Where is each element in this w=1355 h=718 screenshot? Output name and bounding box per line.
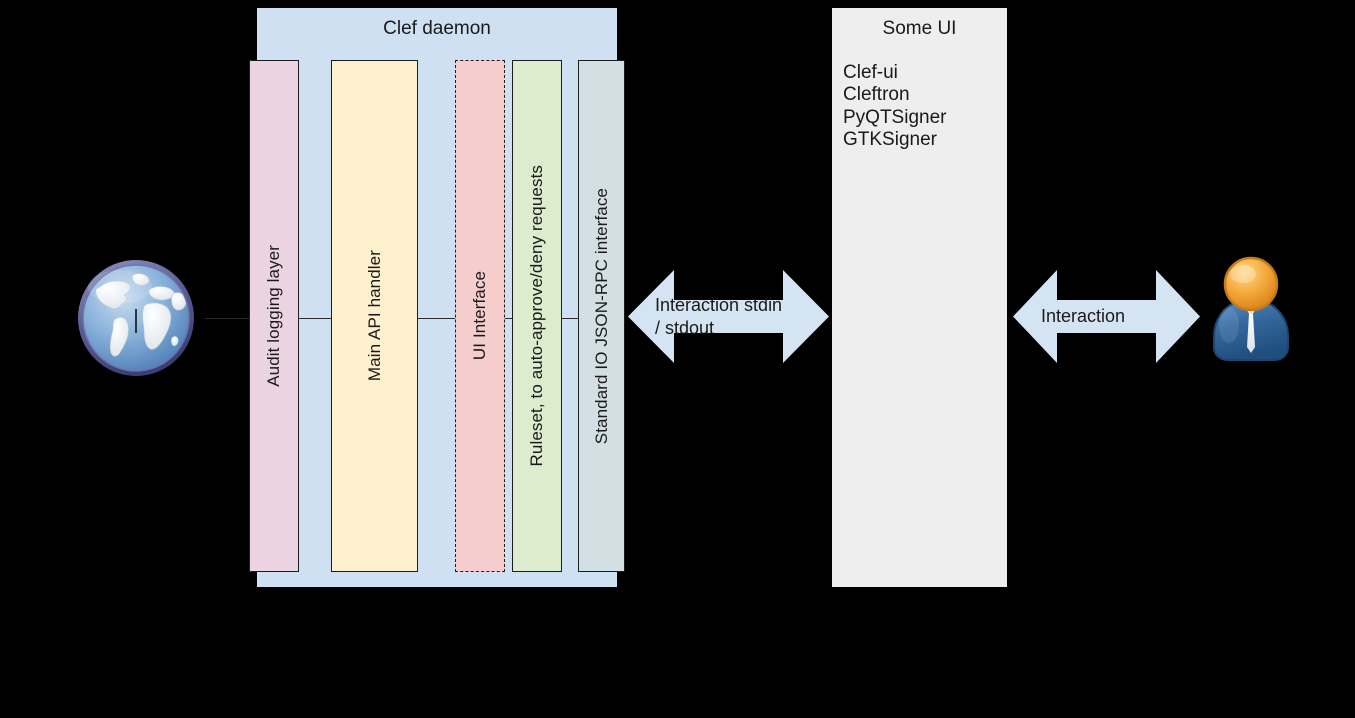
layer-main-api-handler[interactable]: Main API handler [331,60,418,572]
layer-ui-interface-label: UI Interface [470,271,489,361]
layer-ui-interface[interactable]: UI Interface [455,60,505,572]
connector-line-3 [505,318,513,319]
globe-icon [75,257,197,379]
connector-line-internet [205,318,250,319]
layer-ruleset[interactable]: Ruleset, to auto-approve/deny requests [512,60,562,572]
some-ui-container [832,8,1007,587]
layer-audit-logging-label: Audit logging layer [264,245,283,387]
layer-ruleset-label: Ruleset, to auto-approve/deny requests [527,165,546,467]
layer-audit-logging[interactable]: Audit logging layer [249,60,299,572]
list-item: Cleftron [843,84,910,106]
some-ui-list: Clef-ui Cleftron PyQTSigner GTKSigner [843,62,1003,151]
connector-line-2 [418,318,456,319]
arrow-interaction-user-label: Interaction [1041,306,1126,326]
clef-daemon-container [257,8,617,587]
list-item: Clef-ui [843,62,898,83]
layer-main-api-handler-label: Main API handler [364,250,384,382]
user-icon [1205,255,1297,365]
clef-daemon-title: Clef daemon [383,18,491,39]
some-ui-title: Some UI [882,18,957,39]
arrow-interaction-stdio-label: Interaction stdin / stdout [655,295,783,338]
layer-stdio-jsonrpc[interactable]: Standard IO JSON-RPC interface [578,60,625,572]
connector-line-4 [562,318,579,319]
list-item: PyQTSigner [843,106,947,128]
arrow-interaction-user: Interaction [1013,270,1200,363]
arrow-interaction-stdio: Interaction stdin / stdout [628,270,829,363]
list-item: GTKSigner [843,128,937,150]
connector-line-1 [298,318,332,319]
layer-stdio-jsonrpc-label: Standard IO JSON-RPC interface [591,187,611,445]
